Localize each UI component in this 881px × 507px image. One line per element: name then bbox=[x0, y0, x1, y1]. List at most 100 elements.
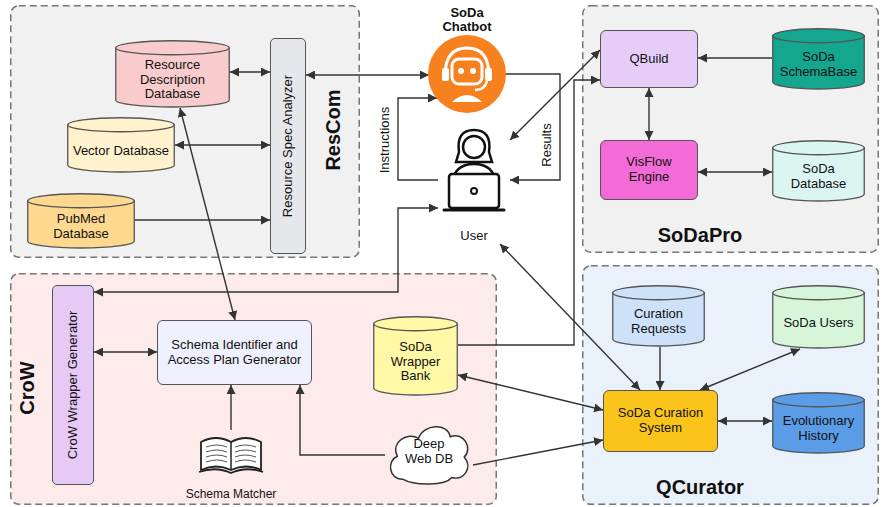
connector-arrow bbox=[659, 347, 660, 390]
circle-shape bbox=[470, 68, 476, 74]
path-shape bbox=[475, 81, 487, 90]
connector-arrow bbox=[648, 88, 649, 140]
icon-label: Schema Matcher bbox=[181, 488, 281, 502]
vertical-label-wrap: Resource Spec Analyzer bbox=[281, 75, 296, 217]
box-label: Deep Web DB bbox=[399, 437, 459, 467]
process-box: QBuild bbox=[600, 30, 698, 88]
box-label: SoDa Users bbox=[783, 316, 853, 331]
database-cylinder: SoDa SchemaBase bbox=[772, 28, 865, 90]
title-wrap: SoDaPro bbox=[658, 224, 742, 247]
box-label: SoDa Database bbox=[777, 162, 860, 192]
path-shape bbox=[206, 455, 256, 457]
circle-shape bbox=[471, 188, 477, 194]
vertical-box: CroW Wrapper Generator bbox=[52, 285, 94, 485]
group-panel-ground bbox=[583, 6, 879, 253]
box-label: SoDa Curation System bbox=[610, 406, 711, 436]
database-cylinder: SoDa Wrapper Bank bbox=[373, 316, 458, 396]
path-shape bbox=[206, 460, 256, 462]
circle-shape bbox=[463, 136, 485, 158]
box-label: SoDa SchemaBase bbox=[777, 50, 860, 80]
edge-label: Instructions bbox=[378, 107, 393, 173]
process-box: Schema Identifier and Access Plan Genera… bbox=[157, 320, 312, 385]
box-label: CroW Wrapper Generator bbox=[66, 311, 81, 460]
connector-arrow bbox=[698, 57, 772, 58]
group-panel: QCurator Curation Requests SoDa UsersSoDa … bbox=[582, 265, 879, 505]
ellipse-shape bbox=[68, 118, 175, 132]
chatbot-heading: SoDa Chatbot bbox=[436, 6, 498, 33]
database-cylinder: PubMed Database bbox=[27, 193, 135, 249]
group-panel-ground bbox=[11, 6, 360, 258]
connector-arrow bbox=[510, 50, 600, 140]
ellipse-shape bbox=[773, 141, 865, 155]
ellipse-shape bbox=[374, 317, 458, 331]
vertical-label-wrap: CroW Wrapper Generator bbox=[66, 311, 81, 460]
edge-label-wrap: Results bbox=[540, 123, 555, 166]
group-title: CroW bbox=[16, 361, 39, 414]
chatbot-node: SoDa Chatbot bbox=[425, 6, 509, 114]
path-shape bbox=[230, 442, 232, 470]
group-title: QCurator bbox=[656, 476, 744, 499]
database-cylinder: Curation Requests bbox=[612, 285, 705, 347]
group-panel-ground bbox=[11, 274, 497, 505]
connector-arrow bbox=[700, 349, 800, 390]
box-label: Resource Description Database bbox=[120, 58, 225, 103]
circle-shape bbox=[458, 68, 464, 74]
path-shape bbox=[456, 130, 492, 162]
connector-arrow bbox=[230, 71, 270, 72]
box-label: QBuild bbox=[629, 52, 668, 67]
box-label: Curation Requests bbox=[617, 307, 700, 337]
box-label: Resource Spec Analyzer bbox=[281, 75, 296, 217]
box-label: Evolutionary History bbox=[777, 414, 860, 444]
box-label: VisFlow Engine bbox=[607, 155, 691, 185]
connector-arrow bbox=[458, 80, 600, 345]
path-shape bbox=[452, 95, 482, 102]
box-label: PubMed Database bbox=[32, 212, 130, 242]
path-shape bbox=[374, 323, 458, 395]
ellipse-shape bbox=[773, 29, 865, 43]
ellipse-shape bbox=[613, 286, 705, 300]
box-label: SoDa Wrapper Bank bbox=[378, 340, 453, 385]
title-wrap: QCurator bbox=[656, 476, 744, 499]
group-panel: SoDaPro QBuild SoDa SchemaBaseVisFlow Engi… bbox=[582, 5, 879, 253]
user-icon bbox=[438, 122, 510, 217]
connector-arrow bbox=[398, 98, 438, 180]
title-wrap: CroW bbox=[16, 361, 39, 414]
connector-arrow bbox=[135, 219, 270, 220]
rect-shape bbox=[449, 174, 499, 208]
process-box: SoDa Curation System bbox=[603, 390, 718, 452]
group-title: SoDaPro bbox=[658, 224, 742, 247]
ellipse-shape bbox=[773, 286, 865, 300]
database-cylinder: Evolutionary History bbox=[772, 392, 865, 454]
path-shape bbox=[444, 209, 504, 212]
database-cylinder: Resource Description Database bbox=[115, 40, 230, 108]
title-wrap: ResCom bbox=[322, 89, 345, 170]
robot-icon bbox=[442, 48, 492, 102]
connector-arrow bbox=[180, 108, 235, 320]
path-shape bbox=[391, 427, 468, 484]
connector-arrow bbox=[230, 385, 231, 430]
connector-arrow bbox=[473, 440, 603, 465]
path-shape bbox=[201, 438, 261, 470]
database-cylinder: SoDa Database bbox=[772, 140, 865, 202]
group-panel: ResCom Resource Description DatabaseVecto… bbox=[10, 5, 360, 258]
path-shape bbox=[199, 469, 263, 473]
vertical-box: Resource Spec Analyzer bbox=[270, 38, 306, 254]
book-icon bbox=[181, 430, 281, 474]
connector-arrow bbox=[698, 171, 772, 172]
database-cylinder: SoDa Users bbox=[772, 285, 865, 349]
circle-shape bbox=[428, 35, 506, 113]
connector-arrow bbox=[306, 74, 429, 75]
ellipse-shape bbox=[28, 194, 135, 208]
database-cylinder: Vector Database bbox=[67, 117, 175, 173]
box-label: Vector Database bbox=[73, 144, 169, 159]
book-node: Schema Matcher bbox=[181, 430, 281, 502]
rect-shape bbox=[485, 68, 492, 81]
path-shape bbox=[116, 47, 230, 107]
connector-arrow bbox=[458, 375, 603, 410]
group-title: ResCom bbox=[322, 89, 345, 170]
chatbot-circle bbox=[425, 34, 509, 114]
path-shape bbox=[206, 445, 256, 447]
edge-label-wrap: Instructions bbox=[378, 107, 393, 173]
path-shape bbox=[206, 450, 256, 452]
